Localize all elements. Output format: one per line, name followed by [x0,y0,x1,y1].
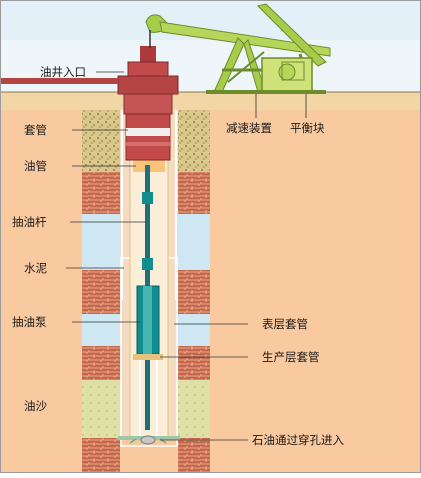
label-surface-casing: 表层套管 [262,317,308,331]
rod-coupling [142,192,153,204]
ground-surface [0,92,421,110]
label-casing: 套管 [24,123,47,137]
inlet-pipe [0,78,118,84]
label-sucker-rod: 抽油杆 [12,215,47,229]
borehole-wall-left [82,110,120,473]
label-reducer: 减速装置 [226,121,272,135]
leader-lines [66,71,307,441]
label-cement: 水泥 [24,261,47,275]
earth [0,110,421,473]
label-tubing: 油管 [24,159,47,173]
label-oil-sand: 油沙 [24,399,47,413]
rod-coupling-2 [142,258,153,270]
label-oil-pump: 抽油泵 [12,315,47,329]
label-perforation: 石油通过穿孔进入 [252,433,344,447]
borehole-wall-right [178,110,210,473]
wellhead [117,46,179,161]
pump-jack [145,3,331,94]
label-well-inlet: 油井入口 [40,65,86,79]
pump-base [133,354,163,360]
label-production-casing: 生产层套管 [262,350,320,364]
label-counterweight: 平衡块 [290,121,325,135]
